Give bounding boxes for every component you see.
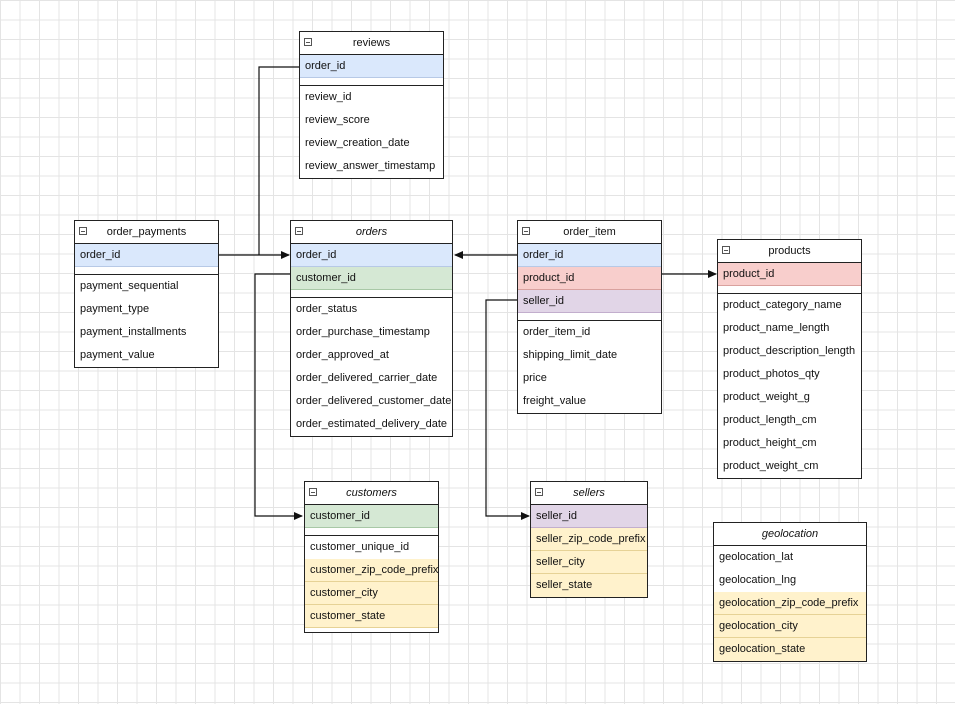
field-seller-city[interactable]: seller_city	[531, 551, 647, 574]
field-product-id[interactable]: product_id	[718, 263, 861, 286]
collapse-minus-icon[interactable]	[309, 488, 317, 496]
entity-customers[interactable]: customers customer_id customer_unique_id…	[304, 481, 439, 633]
field-product-photos-qty[interactable]: product_photos_qty	[723, 368, 820, 380]
field-payment-sequential[interactable]: payment_sequential	[80, 280, 179, 292]
entity-order-payments[interactable]: order_payments order_id payment_sequenti…	[74, 220, 219, 368]
field-review-creation-date[interactable]: review_creation_date	[305, 137, 410, 149]
field-customer-city[interactable]: customer_city	[305, 582, 438, 605]
field-customer-id[interactable]: customer_id	[305, 505, 438, 528]
field-order-purchase-timestamp[interactable]: order_purchase_timestamp	[296, 326, 430, 338]
field-product-height-cm[interactable]: product_height_cm	[723, 437, 817, 449]
entity-header[interactable]: sellers	[531, 482, 647, 505]
connector-reviews-orders	[258, 66, 300, 255]
field-seller-id[interactable]: seller_id	[518, 290, 661, 313]
field-review-answer-timestamp[interactable]: review_answer_timestamp	[305, 160, 436, 172]
entity-title: order_item	[563, 226, 616, 238]
collapse-minus-icon[interactable]	[522, 227, 530, 235]
field-geolocation-zip-code-prefix[interactable]: geolocation_zip_code_prefix	[714, 592, 866, 615]
field-order-delivered-customer-date[interactable]: order_delivered_customer_date	[296, 395, 452, 407]
field-customer-state[interactable]: customer_state	[305, 605, 438, 628]
entity-header[interactable]: products	[718, 240, 861, 263]
field-product-name-length[interactable]: product_name_length	[723, 322, 830, 334]
field-order-id[interactable]: order_id	[300, 55, 443, 78]
field-payment-value[interactable]: payment_value	[80, 349, 155, 361]
field-seller-id[interactable]: seller_id	[531, 505, 647, 528]
field-geolocation-city[interactable]: geolocation_city	[714, 615, 866, 638]
collapse-minus-icon[interactable]	[304, 38, 312, 46]
field-review-score[interactable]: review_score	[305, 114, 370, 126]
field-customer-id[interactable]: customer_id	[291, 267, 452, 290]
entity-header[interactable]: order_item	[518, 221, 661, 244]
field-order-id[interactable]: order_id	[518, 244, 661, 267]
field-customer-zip-code-prefix[interactable]: customer_zip_code_prefix	[305, 559, 438, 582]
field-freight-value[interactable]: freight_value	[523, 395, 586, 407]
entity-title: geolocation	[761, 528, 819, 540]
entity-orders[interactable]: orders order_id customer_id order_status…	[290, 220, 453, 437]
collapse-minus-icon[interactable]	[535, 488, 543, 496]
collapse-minus-icon[interactable]	[79, 227, 87, 235]
field-order-item-id[interactable]: order_item_id	[523, 326, 591, 338]
field-payment-installments[interactable]: payment_installments	[80, 326, 187, 338]
field-product-category-name[interactable]: product_category_name	[723, 299, 842, 311]
entity-header[interactable]: orders	[291, 221, 452, 244]
entity-reviews[interactable]: reviews order_id review_id review_score …	[299, 31, 444, 179]
field-order-approved-at[interactable]: order_approved_at	[296, 349, 389, 361]
collapse-minus-icon[interactable]	[722, 246, 730, 254]
entity-footer	[305, 628, 438, 632]
entity-geolocation[interactable]: geolocation geolocation_lat geolocation_…	[713, 522, 867, 662]
field-price[interactable]: price	[523, 372, 547, 384]
entity-title: products	[768, 245, 811, 257]
entity-products[interactable]: products product_id product_category_nam…	[717, 239, 862, 479]
field-seller-state[interactable]: seller_state	[531, 574, 647, 597]
field-product-weight-g[interactable]: product_weight_g	[723, 391, 810, 403]
field-separator	[75, 267, 218, 275]
entity-title: sellers	[573, 487, 605, 499]
field-order-estimated-delivery-date[interactable]: order_estimated_delivery_date	[296, 418, 448, 430]
field-payment-type[interactable]: payment_type	[80, 303, 150, 315]
entity-header[interactable]: order_payments	[75, 221, 218, 244]
field-order-status[interactable]: order_status	[296, 303, 358, 315]
field-product-length-cm[interactable]: product_length_cm	[723, 414, 817, 426]
field-separator	[718, 286, 861, 294]
field-review-id[interactable]: review_id	[305, 91, 352, 103]
field-order-delivered-carrier-date[interactable]: order_delivered_carrier_date	[296, 372, 438, 384]
field-seller-zip-code-prefix[interactable]: seller_zip_code_prefix	[531, 528, 647, 551]
field-order-id[interactable]: order_id	[291, 244, 452, 267]
entity-title: orders	[355, 226, 388, 238]
entity-sellers[interactable]: sellers seller_id seller_zip_code_prefix…	[530, 481, 648, 598]
field-separator	[305, 528, 438, 536]
entity-header[interactable]: geolocation	[714, 523, 866, 546]
field-product-weight-cm[interactable]: product_weight_cm	[723, 460, 819, 472]
field-separator	[300, 78, 443, 86]
field-geolocation-state[interactable]: geolocation_state	[714, 638, 866, 661]
entity-header[interactable]: reviews	[300, 32, 443, 55]
entity-title: customers	[346, 487, 397, 499]
entity-header[interactable]: customers	[305, 482, 438, 505]
field-geolocation-lng[interactable]: geolocation_lng	[719, 574, 797, 586]
field-separator	[291, 290, 452, 298]
entity-title: reviews	[352, 37, 391, 49]
entity-order-item[interactable]: order_item order_id product_id seller_id…	[517, 220, 662, 414]
field-product-description-length[interactable]: product_description_length	[723, 345, 856, 357]
field-order-id[interactable]: order_id	[75, 244, 218, 267]
field-separator	[518, 313, 661, 321]
connector-order-item-sellers	[485, 299, 530, 520]
field-geolocation-lat[interactable]: geolocation_lat	[719, 551, 794, 563]
field-customer-unique-id[interactable]: customer_unique_id	[310, 541, 410, 553]
connector-orders-customers	[254, 273, 303, 520]
entity-title: order_payments	[106, 226, 187, 238]
field-shipping-limit-date[interactable]: shipping_limit_date	[523, 349, 618, 361]
field-product-id[interactable]: product_id	[518, 267, 661, 290]
collapse-minus-icon[interactable]	[295, 227, 303, 235]
